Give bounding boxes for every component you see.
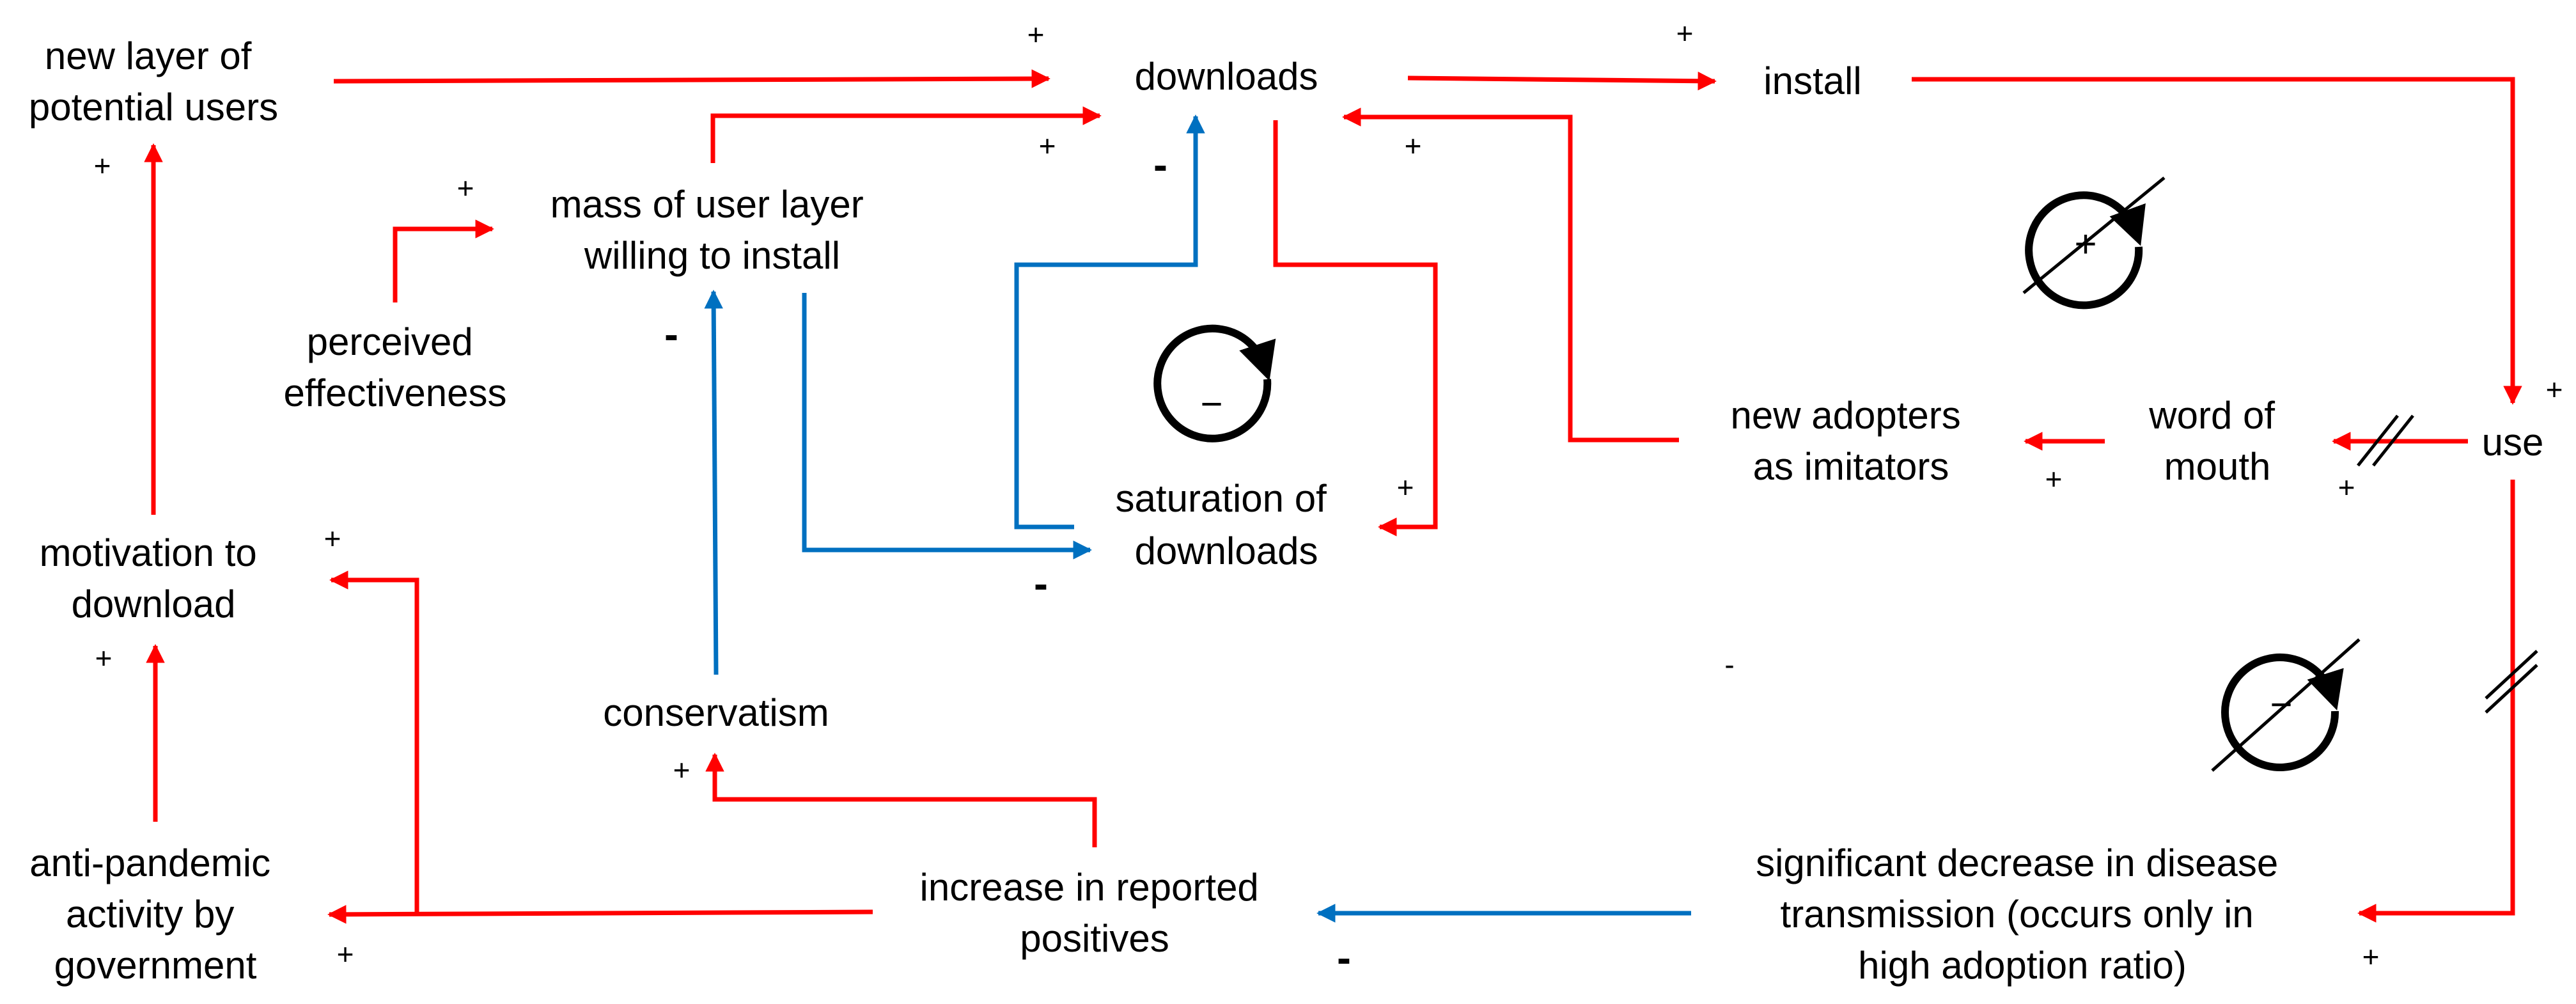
polarity-plus: + [673, 753, 691, 787]
polarity-plus: + [2546, 373, 2563, 406]
polarity-signs: + + + + + + + + + + + + + + + - - - - - [94, 17, 2563, 981]
link-mass-layer-to-downloads [710, 106, 1102, 163]
delay-mark-use-word-of-mouth [2357, 414, 2414, 467]
polarity-minus: - [1337, 934, 1351, 981]
link-new-adopters-to-downloads [1342, 107, 1679, 443]
node-labels: new layer of potential users downloads i… [29, 35, 2543, 987]
polarity-plus: + [1027, 18, 1045, 51]
link-downloads-to-install [1407, 72, 1717, 91]
link-increase-positives-to-conservatism [705, 753, 1097, 847]
polarity-plus: + [1676, 17, 1694, 50]
node-word-of-mouth: word of mouth [2148, 394, 2285, 488]
loop-balancing-right: − [2211, 638, 2361, 772]
polarity-minus: - [1153, 141, 1167, 188]
link-perceived-to-mass-layer [393, 219, 494, 302]
node-significant-decrease: significant decrease in disease transmis… [1756, 842, 2289, 987]
loop-arrow-icon [1153, 324, 1276, 443]
polarity-plus: + [337, 937, 354, 971]
loop-arrow-icon [2025, 191, 2146, 310]
polarity-plus: + [324, 522, 341, 555]
polarity-plus: + [1397, 471, 1414, 504]
delay-mark-use-decrease [2485, 650, 2538, 714]
link-install-to-use [1912, 77, 2522, 405]
node-anti-pandemic-activity: anti-pandemic activity by government [29, 842, 281, 987]
polarity-minus: - [1034, 560, 1048, 607]
node-conservatism: conservatism [603, 691, 829, 734]
polarity-minus: - [664, 310, 678, 357]
loop-strike-line [2022, 176, 2166, 294]
polarity-plus: + [2045, 462, 2063, 496]
link-use-to-significant-decrease [2357, 480, 2515, 923]
link-saturation-to-downloads [1014, 114, 1205, 529]
loop-symbol-balancing-top: − [1200, 382, 1222, 425]
polarity-minus: - [1724, 648, 1734, 681]
loop-symbol-balancing-right: − [2270, 683, 2292, 726]
polarity-plus: + [94, 149, 111, 182]
node-increase-in-reported-positives: increase in reported positives [920, 866, 1270, 960]
link-increase-positives-to-motivation [329, 570, 419, 913]
link-conservatism-to-mass-layer [704, 290, 723, 675]
node-saturation-of-downloads: saturation of downloads [1116, 477, 1338, 572]
polarity-plus: + [2338, 471, 2355, 504]
polarity-plus: + [1039, 129, 1056, 162]
node-motivation-to-download: motivation to download [40, 531, 268, 625]
link-increase-positives-to-anti-pandemic [327, 905, 873, 924]
loop-arrow-icon [2221, 654, 2344, 771]
loop-reinforcing-right: + [2022, 176, 2166, 310]
polarity-plus: + [1405, 129, 1422, 162]
node-new-adopters-as-imitators: new adopters as imitators [1731, 394, 1972, 488]
loop-balancing-top: − [1153, 324, 1276, 443]
node-downloads: downloads [1135, 55, 1318, 98]
polarity-plus: + [457, 171, 474, 205]
polarity-plus: + [2362, 940, 2380, 973]
link-new-layer-to-downloads [333, 69, 1050, 88]
link-downloads-to-saturation [1273, 120, 1438, 537]
node-new-layer-of-potential-users: new layer of potential users [29, 35, 278, 129]
node-perceived-effectiveness: perceived effectiveness [283, 320, 506, 414]
polarity-plus: + [95, 641, 113, 675]
node-use: use [2482, 421, 2544, 464]
links [144, 69, 2538, 924]
link-mass-layer-to-saturation [802, 293, 1092, 560]
node-install: install [1763, 59, 1861, 102]
loop-strike-line [2211, 638, 2361, 772]
node-mass-of-user-layer: mass of user layer willing to install [550, 183, 875, 277]
